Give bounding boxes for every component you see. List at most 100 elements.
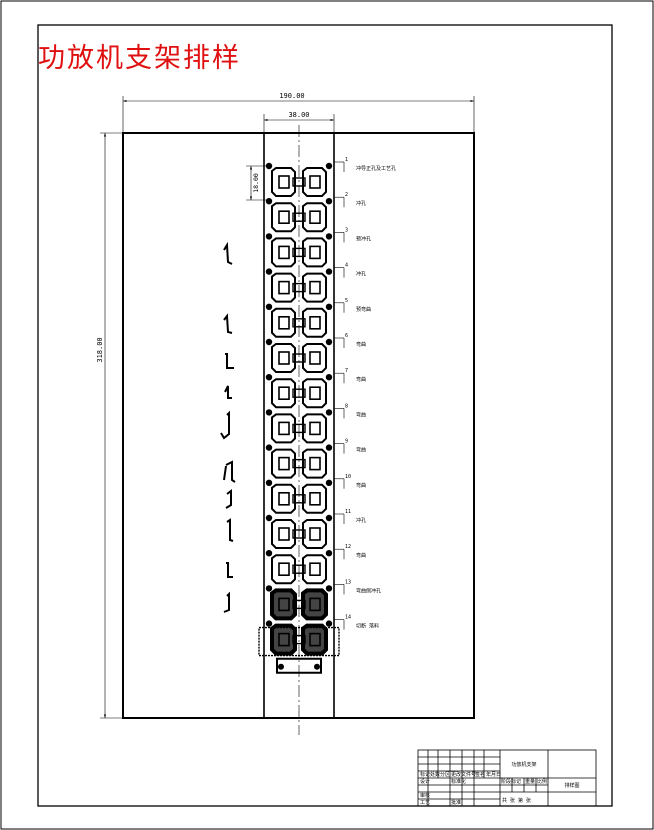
part-bridge [292, 564, 306, 574]
tb-cell-change-doc: 更改文件号 [451, 771, 476, 778]
part-bridge [292, 177, 306, 187]
part-cutout [278, 491, 290, 506]
part-outline [302, 413, 327, 444]
station-part-5 [265, 303, 333, 338]
profile-sketch-5 [220, 410, 230, 440]
part-bridge [292, 282, 306, 293]
part-outline [271, 343, 296, 373]
station-leader-7: 7弯曲 [334, 368, 366, 384]
pilot-hole [265, 585, 273, 592]
station-leaders-group: 1冲导正孔及工艺孔2冲孔3预冲孔4冲孔5预弯曲6弯曲7弯曲8弯曲9弯曲10弯曲1… [334, 157, 396, 630]
pilot-hole [265, 374, 273, 381]
profile-sketch-3 [225, 353, 234, 369]
pilot-hole [265, 338, 273, 346]
strip-width-label: 38.00 [288, 111, 309, 119]
station-number: 12 [345, 544, 351, 550]
part-bridge [292, 423, 306, 434]
strip-width-dimension: 38.00 [263, 111, 335, 133]
title-block-text: 功放机支架 排样图 标记 处数 分区 更改文件号 签名 年月日 设计 标准化 审… [420, 761, 580, 806]
pilot-hole [265, 514, 273, 522]
part-cutout [278, 175, 290, 189]
station-note: 弯曲 [356, 447, 366, 454]
station-number: 6 [345, 333, 348, 339]
station-part-2 [265, 198, 333, 233]
tb-cell-signature: 签名 [475, 771, 485, 778]
part-bridge [292, 529, 306, 539]
pilot-hole [278, 663, 284, 670]
station-note: 弯曲 [356, 341, 366, 348]
part-outline [271, 448, 296, 479]
inner-frame [37, 24, 613, 807]
part-cutout [278, 632, 290, 647]
part-cutout [278, 597, 290, 612]
station-part-13 [265, 585, 333, 621]
part-outline [302, 483, 327, 514]
part-outline [271, 307, 296, 338]
station-part-10 [265, 479, 333, 514]
profile-sketch-9 [226, 562, 233, 578]
part-outline [270, 623, 297, 656]
pilot-hole [325, 514, 333, 522]
tb-cell-mark: 标记 [420, 771, 430, 778]
part-bridge [292, 318, 306, 328]
tb-cell-date: 年月日 [486, 771, 501, 778]
part-outline [301, 588, 328, 621]
station-number: 8 [345, 403, 348, 409]
part-outline [302, 343, 327, 373]
part-cutout [309, 245, 321, 260]
pilot-hole [265, 303, 273, 310]
station-parts-group [258, 162, 340, 674]
part-cutout [278, 456, 290, 471]
part-outline [301, 623, 328, 656]
part-cutout [278, 562, 290, 577]
part-outline [271, 378, 296, 409]
part-cutout [309, 491, 321, 506]
tb-cell-count: 处数 [430, 771, 440, 778]
part-outline [302, 202, 327, 233]
tb-cell-sheets: 共 张 第 张 [502, 797, 531, 804]
station-part-11 [265, 514, 333, 549]
tb-cell-scale: 比例 [537, 778, 547, 785]
pilot-hole [265, 162, 273, 170]
part-outline [302, 378, 327, 409]
station-note: 冲孔 [356, 271, 366, 278]
station-note: 弯曲 [356, 376, 366, 383]
part-outline [271, 202, 296, 233]
part-bridge [292, 353, 306, 363]
pilot-hole [325, 550, 333, 557]
overall-width-dimension: 190.00 [122, 92, 475, 133]
pitch-label: 18.00 [252, 173, 260, 193]
part-outline [302, 307, 327, 338]
tb-cell-weight: 重量 [525, 778, 535, 785]
part-cutout [278, 210, 290, 224]
part-bridge [292, 247, 306, 258]
part-cutout [278, 386, 290, 401]
pitch-dimension: 18.00 [246, 165, 270, 201]
part-cutout [309, 175, 321, 189]
station-number: 3 [345, 227, 348, 233]
station-part-9 [265, 444, 333, 479]
part-cutout [309, 421, 321, 436]
pilot-hole [325, 338, 333, 346]
part-outline [271, 554, 296, 585]
part-outline [271, 272, 296, 303]
part-outline [271, 237, 296, 268]
part-outline [302, 554, 327, 585]
part-cutout [309, 351, 321, 365]
part-cutout [309, 597, 321, 612]
station-leader-6: 6 弯曲 [334, 333, 366, 348]
station-leader-2: 2冲孔 [334, 192, 366, 208]
part-name-text: 功放机支架 [511, 761, 536, 768]
station-part-8 [265, 409, 333, 444]
station-note: 预弯曲 [356, 306, 371, 313]
scrap-piece [276, 657, 322, 674]
station-note: 弯曲 [356, 482, 366, 489]
station-note: 冲孔 [356, 517, 366, 524]
part-cutout [309, 456, 321, 471]
part-cutout [278, 280, 290, 295]
